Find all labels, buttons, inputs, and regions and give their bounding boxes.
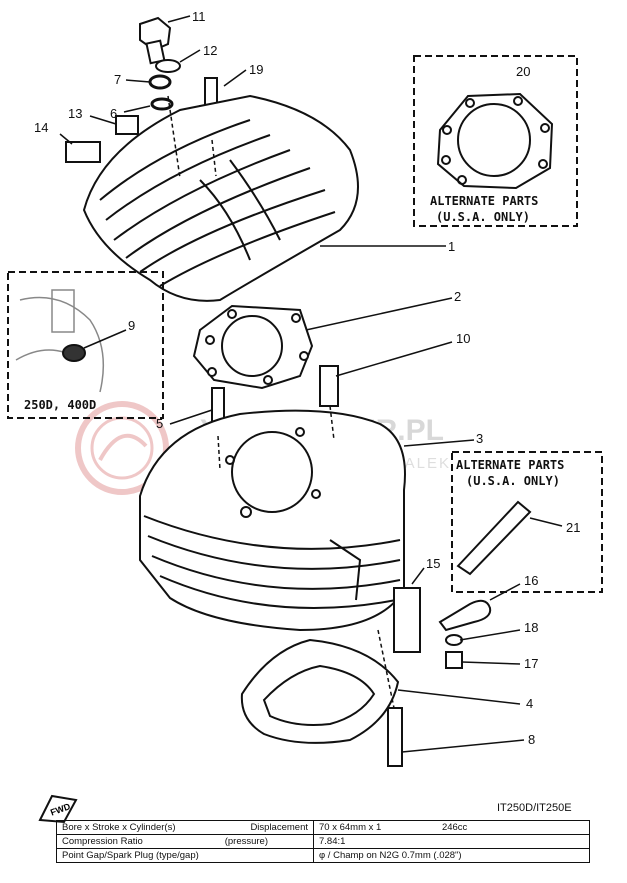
- callout-16: 16: [524, 573, 538, 588]
- table-row: Compression Ratio (pressure) 7.84:1: [56, 834, 590, 849]
- callout-numbers: 11 12 19 7 6 13 14 20 1 2 9 10 5 3 21 15…: [34, 9, 580, 747]
- part-bolt: [139, 16, 172, 65]
- part-bolt-17: [445, 651, 463, 669]
- part-nut: [148, 74, 172, 90]
- part-clamp-16: [438, 599, 492, 632]
- callout-11: 11: [192, 9, 206, 24]
- model-code: IT250D/IT250E: [497, 802, 572, 814]
- part-cylinder: [139, 409, 406, 632]
- callout-13: 13: [68, 106, 82, 121]
- part-damper-14: [65, 141, 101, 163]
- part-nut-9: [62, 344, 86, 362]
- callout-20: 20: [516, 64, 530, 79]
- callout-9: 9: [128, 318, 135, 333]
- spec-key-sub: (pressure): [224, 836, 268, 847]
- part-washer: [155, 59, 181, 73]
- alternate-parts-box-mid: [451, 451, 603, 593]
- spec-value-text: 70 x 64mm x 1: [319, 822, 382, 833]
- alt-box-top-line2: (U.S.A. ONLY): [436, 210, 530, 224]
- inset-box: [7, 271, 164, 419]
- callout-10: 10: [456, 331, 470, 346]
- callout-5: 5: [156, 416, 163, 431]
- callout-7: 7: [114, 72, 121, 87]
- specs-table: Bore x Stroke x Cylinder(s) Displacement…: [56, 820, 590, 863]
- alt-box-mid-line1: ALTERNATE PARTS: [456, 458, 564, 472]
- spec-value-extra: 246cc: [441, 822, 468, 833]
- part-washer-18: [445, 634, 463, 646]
- callout-18: 18: [524, 620, 538, 635]
- part-base-gasket: [240, 638, 400, 744]
- alternate-parts-box-top: [413, 55, 578, 227]
- callout-1: 1: [448, 239, 455, 254]
- alt-box-mid-line2: (U.S.A. ONLY): [466, 474, 560, 488]
- spec-value: 7.84:1: [313, 834, 590, 849]
- callout-15: 15: [426, 556, 440, 571]
- callout-8: 8: [528, 732, 535, 747]
- inset-label: 250D, 400D: [24, 398, 96, 412]
- spec-key: Point Gap/Spark Plug (type/gap): [56, 848, 314, 863]
- callout-19: 19: [249, 62, 263, 77]
- callout-21: 21: [566, 520, 580, 535]
- spec-value: φ / Champ on N2G 0.7mm (.028"): [313, 848, 590, 863]
- callout-4: 4: [526, 696, 533, 711]
- part-damper-13: [115, 115, 139, 135]
- part-stud-8: [387, 707, 403, 767]
- spec-key-text: Compression Ratio: [62, 836, 143, 847]
- leader-lines: [59, 15, 563, 753]
- spec-key-text: Bore x Stroke x Cylinder(s): [62, 822, 176, 833]
- table-row: Point Gap/Spark Plug (type/gap) φ / Cham…: [56, 848, 590, 863]
- spec-key-sub: Displacement: [250, 822, 308, 833]
- part-dowel-10: [319, 365, 339, 407]
- callout-2: 2: [454, 289, 461, 304]
- spec-key: Compression Ratio (pressure): [56, 834, 314, 849]
- part-damper-15: [393, 587, 421, 653]
- inset-sketch: [15, 289, 105, 393]
- part-alt-gasket-20: [436, 92, 554, 190]
- table-row: Bore x Stroke x Cylinder(s) Displacement…: [56, 820, 590, 835]
- alt-box-top-line1: ALTERNATE PARTS: [430, 194, 538, 208]
- part-washer-small: [150, 97, 174, 111]
- callout-12: 12: [203, 43, 217, 58]
- spec-value: 70 x 64mm x 1 246cc: [313, 820, 590, 835]
- callout-6: 6: [110, 106, 117, 121]
- callout-3: 3: [476, 431, 483, 446]
- callout-14: 14: [34, 120, 48, 135]
- callout-17: 17: [524, 656, 538, 671]
- part-alt-pin-21: [456, 500, 532, 576]
- fwd-arrow-icon: FWD: [38, 794, 78, 824]
- spec-key: Bore x Stroke x Cylinder(s) Displacement: [56, 820, 314, 835]
- part-head-gasket: [192, 304, 314, 390]
